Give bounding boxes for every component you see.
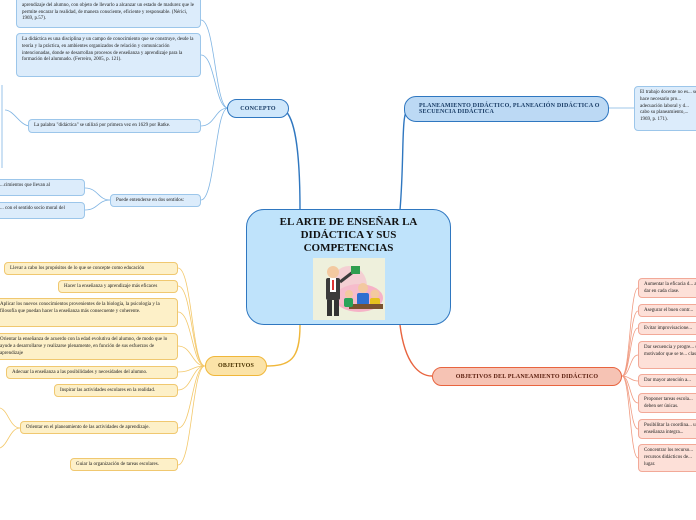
central-topic[interactable]: EL ARTE DE ENSEÑAR LA DIDÁCTICA Y SUS CO… <box>246 209 451 325</box>
concepto-sub-2[interactable]: ... con el sentido socio moral del <box>0 202 85 219</box>
objetivo-item-5[interactable]: Adecuar la enseñanza a las posibilidades… <box>6 366 178 379</box>
topic-objetivos[interactable]: OBJETIVOS <box>205 356 267 376</box>
topic-objetivos-planeamiento[interactable]: OBJETIVOS DEL PLANEAMIENTO DIDÁCTICO <box>432 367 622 386</box>
topic-objetivos-planeamiento-label: OBJETIVOS DEL PLANEAMIENTO DIDÁCTICO <box>455 373 599 380</box>
topic-concepto[interactable]: CONCEPTO <box>227 99 289 118</box>
central-title: EL ARTE DE ENSEÑAR LA DIDÁCTICA Y SUS CO… <box>279 216 418 255</box>
objetivo-item-1[interactable]: Llevar a cabo los propósitos de lo que s… <box>4 262 178 275</box>
obj-plan-item-1[interactable]: Aumentar la eficacia d... a dar en cada … <box>638 278 696 298</box>
topic-planeamiento-label: PLANEAMIENTO DIDÁCTICO, PLANEACIÓN DIDÁC… <box>419 103 600 115</box>
objetivo-item-2[interactable]: Hacer la enseñanza y aprendizaje más efi… <box>58 280 178 293</box>
concepto-item-2[interactable]: La didáctica es una disciplina y un camp… <box>16 33 201 77</box>
topic-objetivos-label: OBJETIVOS <box>217 363 255 369</box>
objetivo-item-7[interactable]: Orientar en el planeamiento de las activ… <box>20 421 178 434</box>
obj-plan-item-2[interactable]: Asegurar el buen contr... <box>638 304 696 317</box>
obj-plan-item-6[interactable]: Proponer tareas escola... deben ser únic… <box>638 393 696 413</box>
objetivo-item-4[interactable]: Orientar la enseñanza de acuerdo con la … <box>0 333 178 360</box>
obj-plan-item-4[interactable]: Dar secuencia y progre... se motivador q… <box>638 341 696 369</box>
planeamiento-detail[interactable]: El trabajo docente no es... se hace nece… <box>634 86 696 131</box>
concepto-item-3[interactable]: La palabra "didáctica" se utilizó por pr… <box>28 119 201 133</box>
topic-planeamiento[interactable]: PLANEAMIENTO DIDÁCTICO, PLANEACIÓN DIDÁC… <box>404 96 609 122</box>
objetivo-item-6[interactable]: Inspirar las actividades escolares en la… <box>54 384 178 397</box>
concepto-sub-1[interactable]: ...cimientos que llevan al <box>0 179 85 196</box>
obj-plan-item-3[interactable]: Evitar improvisacione... <box>638 322 696 335</box>
obj-plan-item-5[interactable]: Dar mayor atención a... <box>638 374 696 387</box>
objetivo-item-3[interactable]: Aplicar los nuevos conocimientos proveni… <box>0 298 178 327</box>
obj-plan-item-8[interactable]: Concentrar los recurso... recursos didác… <box>638 444 696 472</box>
obj-plan-item-7[interactable]: Posibilitar la coordina... una enseñanza… <box>638 419 696 439</box>
concepto-item-4[interactable]: Puede entenderse en dos sentidos: <box>110 194 201 207</box>
topic-concepto-label: CONCEPTO <box>240 105 276 112</box>
concepto-item-1[interactable]: Es el estudio del conjunto de recursos t… <box>16 0 201 28</box>
teacher-students-illustration <box>313 258 385 320</box>
objetivo-item-8[interactable]: Guiar la organización de tareas escolare… <box>70 458 178 471</box>
